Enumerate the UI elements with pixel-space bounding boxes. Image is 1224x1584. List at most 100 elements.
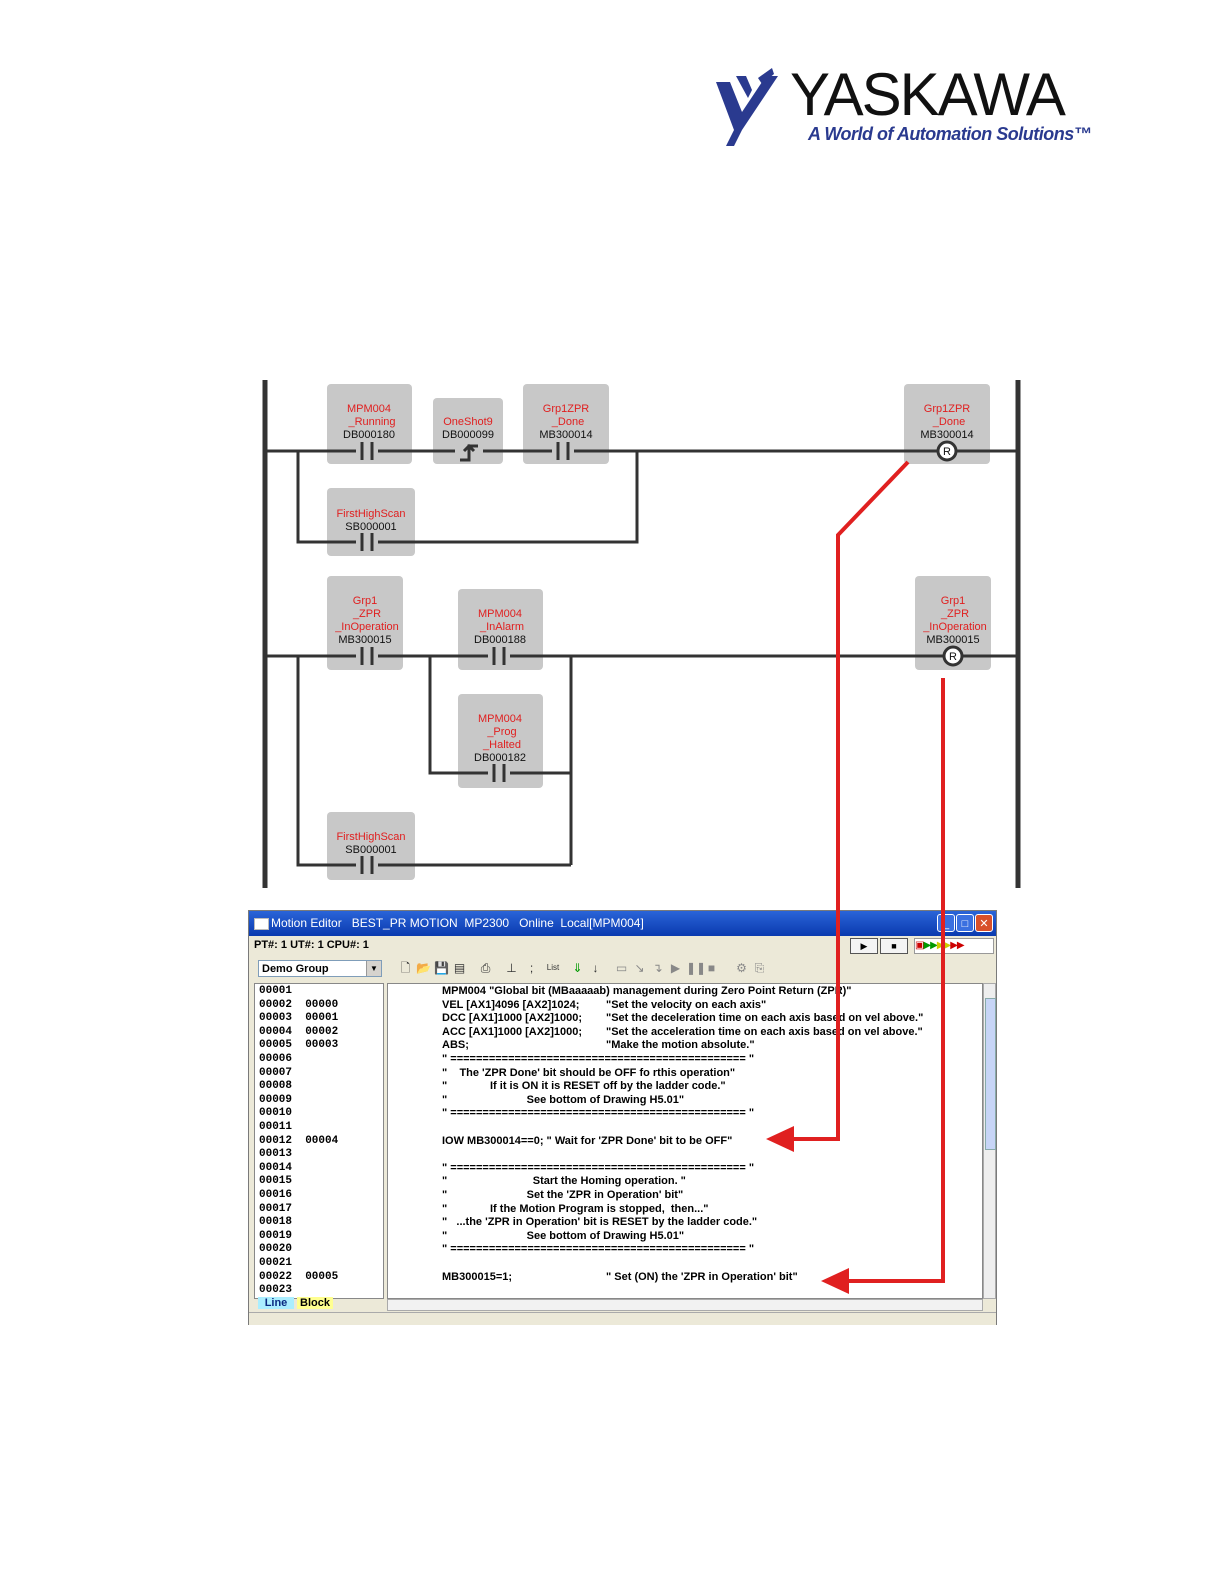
motion-editor-window: Motion Editor BEST_PR MOTION MP2300 Onli… (248, 910, 997, 1325)
contact-halted-sub2: _Halted (482, 739, 521, 751)
contact-symbols (356, 442, 574, 874)
play-button[interactable]: ▶ (850, 938, 878, 954)
logo-wordmark: YASKAWA (790, 61, 1066, 128)
step-into-icon[interactable]: ↘ (634, 961, 645, 975)
save-icon[interactable]: 💾 (434, 961, 449, 975)
line-number: 00008 (259, 1080, 293, 1093)
tab-block[interactable]: Block (297, 1297, 333, 1309)
line-number: 00018 (259, 1216, 293, 1229)
code-line: " ======================================… (442, 1243, 755, 1256)
rung-1-wires (265, 449, 1018, 544)
contact-inop-sub: _ZPR (352, 608, 381, 620)
contact-zprdone-name: Grp1ZPR (543, 403, 590, 415)
contact-running-addr: DB000180 (343, 429, 395, 441)
pt-ut-cpu-info: PT#: 1 UT#: 1 CPU#: 1 (254, 939, 369, 951)
code-line: " If it is ON it is RESET off by the lad… (442, 1080, 726, 1093)
line-number: 00019 (259, 1229, 293, 1242)
code-pane[interactable]: MPM004 "Global bit (MBaaaaab) management… (387, 983, 983, 1299)
line-number: 00011 (259, 1121, 293, 1133)
contact-inop-name: Grp1 (353, 595, 377, 607)
code-line: " ======================================… (442, 1053, 755, 1065)
line-number: 00007 (259, 1066, 293, 1079)
branch1-addr: SB000001 (345, 521, 396, 533)
contact-running-sub: _Running (347, 416, 395, 428)
copy-icon[interactable]: ⎘ (754, 961, 765, 975)
line-number: 00017 (259, 1202, 293, 1215)
print-icon[interactable]: ⎙ (480, 961, 491, 975)
contact-oneshot-addr: DB000099 (442, 429, 494, 441)
contact-boxes (327, 384, 991, 880)
one-shot-icon (455, 442, 483, 462)
code-line: " The 'ZPR Done' bit should be OFF fo rt… (442, 1066, 736, 1079)
window-icon[interactable]: ▭ (615, 961, 628, 975)
line-number: 00009 (259, 1093, 293, 1106)
line-number: 00014 (259, 1161, 293, 1174)
code-line: " Set the 'ZPR in Operation' bit" (442, 1189, 684, 1201)
run-controls: ▶ ■ (850, 938, 910, 954)
code-line: " See bottom of Drawing H5.01" (442, 1229, 685, 1242)
contact-oneshot-name: OneShot9 (443, 416, 493, 428)
coil2-sub2: _InOperation (922, 621, 987, 633)
branch2-name: FirstHighScan (336, 831, 405, 843)
stop-button[interactable]: ■ (880, 938, 908, 954)
yaskawa-logo: YASKAWA A World of Automation Solutions™ (712, 61, 1092, 152)
code-line: IOW MB300014==0; " Wait for 'ZPR Done' b… (442, 1134, 733, 1147)
semicolon-icon[interactable]: ; (529, 961, 534, 975)
step-over-icon[interactable]: ↴ (652, 961, 663, 975)
coil-2-symbol: R (949, 651, 957, 663)
stop-icon[interactable]: ■ (707, 961, 716, 975)
run-icon[interactable]: ▶ (670, 961, 681, 975)
code-line: " See bottom of Drawing H5.01" (442, 1093, 685, 1106)
tab-line[interactable]: Line (258, 1297, 294, 1309)
status-row: PT#: 1 UT#: 1 CPU#: 1 ▶ ■ ▣▶▶▶▶▶▶ (252, 938, 994, 954)
minimize-button[interactable]: _ (937, 914, 955, 932)
contact-inalarm-name: MPM004 (478, 608, 522, 620)
contact-halted-sub: _Prog (486, 726, 516, 738)
axis-icon[interactable]: ⊥ (506, 961, 517, 975)
maximize-button[interactable]: □ (956, 914, 974, 932)
reset-coil-icon (936, 440, 964, 667)
coil2-sub: _ZPR (940, 608, 969, 620)
contact-running-name: MPM004 (347, 403, 391, 415)
vertical-scroll-thumb[interactable] (985, 998, 996, 1150)
code-line: ACC [AX1]1000 [AX2]1000; (442, 1025, 582, 1038)
code-comment: "Set the acceleration time on each axis … (606, 1025, 923, 1038)
contact-zprdone-sub: _Done (551, 416, 584, 428)
coil1-addr: MB300014 (920, 429, 973, 441)
coil1-name: Grp1ZPR (924, 403, 971, 415)
contact-inop-sub2: _InOperation (334, 621, 399, 633)
group-dropdown[interactable]: Demo Group ▼ (258, 960, 382, 977)
line-number: 00010 (259, 1107, 293, 1120)
line-number: 00006 (259, 1053, 293, 1065)
new-file-icon[interactable]: 🗋 (400, 961, 411, 975)
line-number: 00005 00003 (259, 1039, 339, 1052)
open-folder-icon[interactable]: 📂 (416, 961, 431, 975)
line-number: 00023 (259, 1284, 293, 1297)
pause-icon[interactable]: ❚❚ (686, 961, 707, 975)
save-all-icon[interactable]: ▤ (453, 961, 466, 975)
horizontal-scrollbar[interactable] (387, 1299, 983, 1311)
close-button[interactable]: ✕ (975, 914, 993, 932)
line-number: 00016 (259, 1189, 293, 1201)
code-line: " ...the 'ZPR in Operation' bit is RESET… (442, 1216, 758, 1229)
coil-1-symbol: R (943, 446, 951, 458)
settings-icon[interactable]: ⚙ (736, 961, 747, 975)
code-line: VEL [AX1]4096 [AX2]1024; (442, 998, 580, 1011)
line-number: 00012 00004 (259, 1134, 339, 1147)
line-number: 00022 00005 (259, 1270, 339, 1283)
title-bar[interactable]: Motion Editor BEST_PR MOTION MP2300 Onli… (249, 911, 996, 936)
code-line: " Start the Homing operation. " (442, 1175, 686, 1188)
list-button[interactable]: List (546, 963, 560, 972)
coil1-sub: _Done (932, 416, 965, 428)
code-line: DCC [AX1]1000 [AX2]1000; (442, 1012, 582, 1025)
vertical-scrollbar[interactable] (983, 983, 996, 1299)
contact-inalarm-sub: _InAlarm (479, 621, 524, 633)
window-status-bar (249, 1312, 996, 1325)
line-number: 00015 (259, 1175, 293, 1188)
download-icon[interactable]: ⇓ (572, 961, 583, 975)
line-number: 00021 (259, 1257, 293, 1269)
chevron-down-icon[interactable]: ▼ (366, 961, 381, 976)
arrow-down-icon[interactable]: ↓ (592, 961, 599, 975)
status-indicator-icon: ▣▶▶▶▶▶▶ (914, 938, 994, 954)
